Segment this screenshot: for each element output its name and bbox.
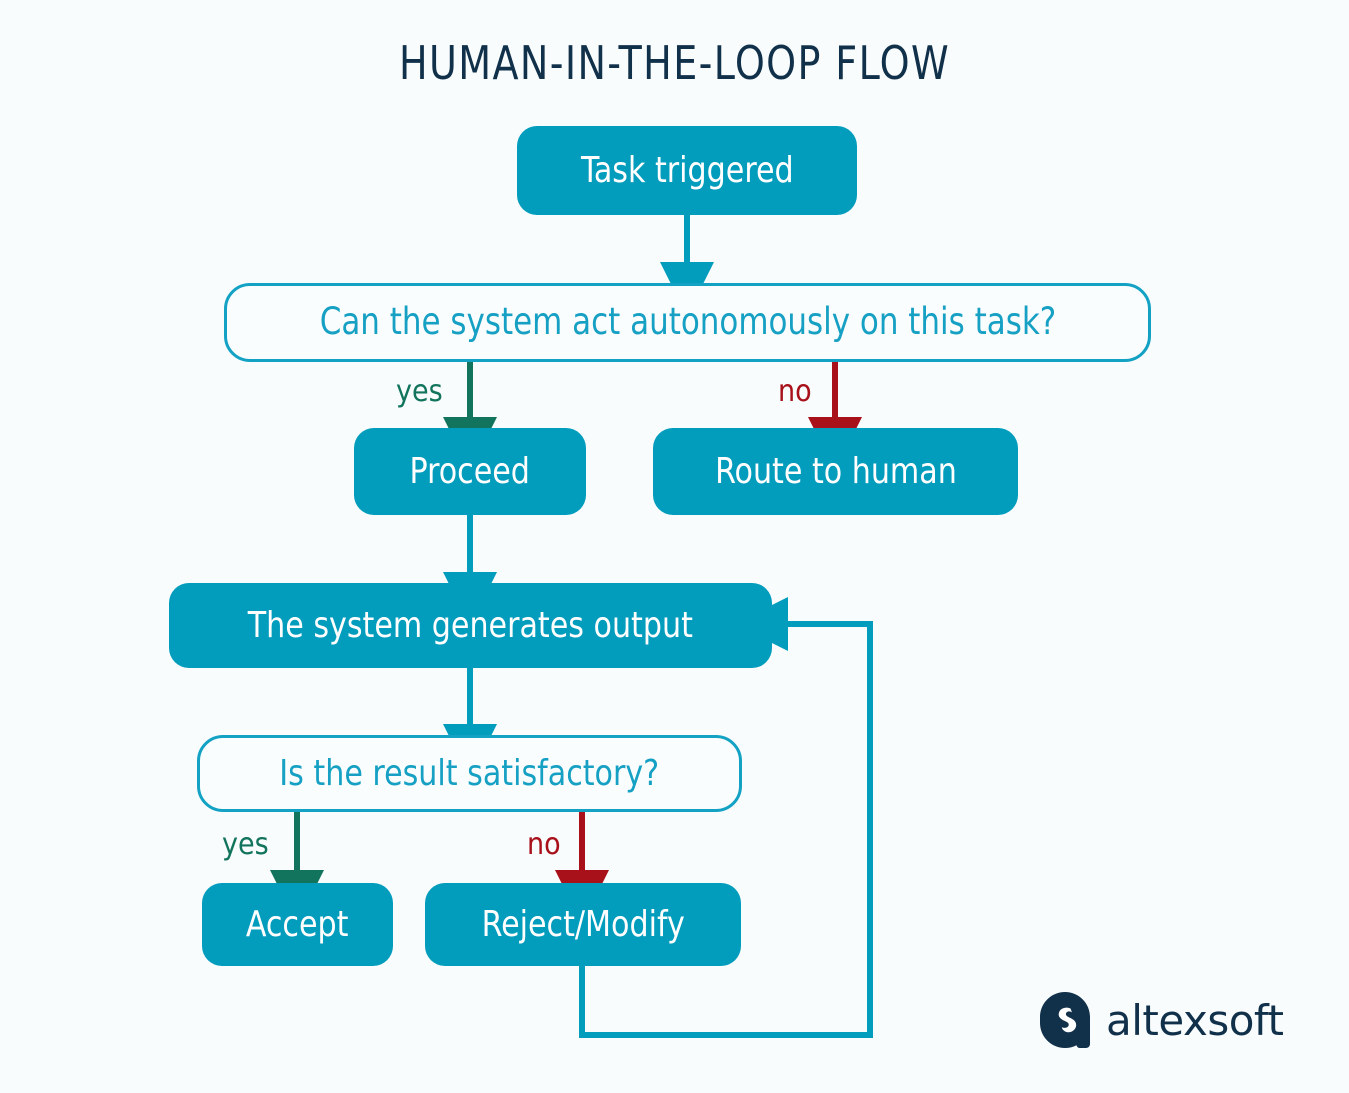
edge-reject-loop-to-generate [579,597,873,1038]
node-can-system-act-autonomously[interactable]: Can the system act autonomously on this … [224,283,1151,362]
edge-label-yes-autonomous: yes [396,374,443,409]
node-label: Task triggered [580,149,794,191]
altexsoft-wordmark: altexsoft [1106,995,1284,1045]
node-label: Accept [246,903,349,945]
node-accept[interactable]: Accept [202,883,393,966]
node-task-triggered[interactable]: Task triggered [517,126,857,215]
altexsoft-bubble-icon [1040,992,1090,1048]
node-label: Is the result satisfactory? [279,752,660,794]
edge-label-no-autonomous: no [778,374,812,409]
node-label: The system generates output [247,604,694,646]
edge-label-no-satisfactory: no [527,827,561,862]
node-label: Proceed [409,450,531,492]
page-title: HUMAN-IN-THE-LOOP FLOW [398,36,951,90]
node-route-to-human[interactable]: Route to human [653,428,1018,515]
node-label: Can the system act autonomously on this … [319,300,1056,344]
node-label: Route to human [714,450,957,492]
node-system-generates-output[interactable]: The system generates output [169,583,772,668]
node-is-result-satisfactory[interactable]: Is the result satisfactory? [197,735,742,812]
node-proceed[interactable]: Proceed [354,428,586,515]
altexsoft-logo: altexsoft [1040,992,1284,1048]
node-reject-modify[interactable]: Reject/Modify [425,883,741,966]
edge-label-yes-satisfactory: yes [222,827,269,862]
node-label: Reject/Modify [481,903,685,945]
